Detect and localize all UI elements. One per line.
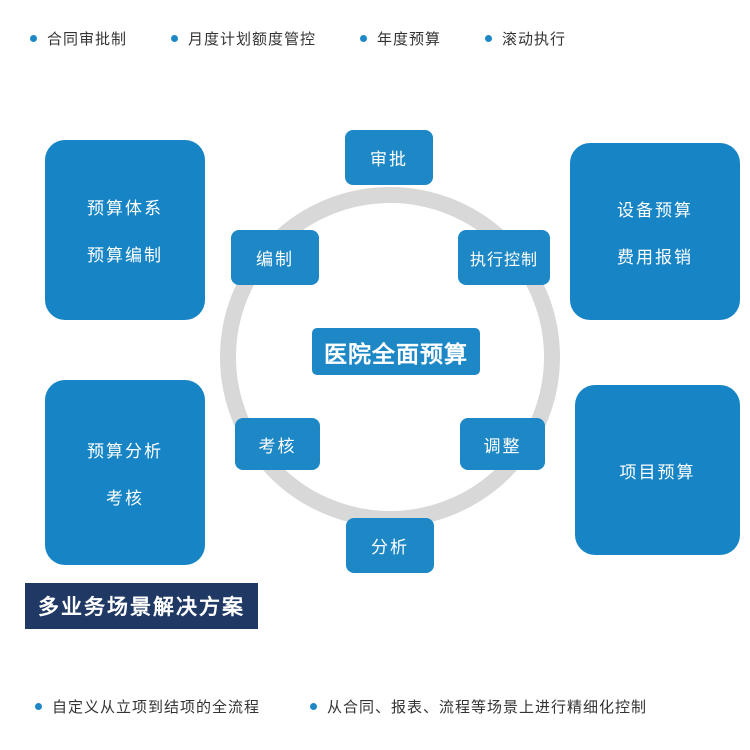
corner-box-line: 预算体系 [87, 199, 163, 219]
cycle-node-compile: 编制 [231, 230, 319, 285]
corner-box-line: 考核 [106, 488, 144, 509]
bullet-item: 自定义从立项到结项的全流程 [35, 696, 260, 717]
bullet-item: 从合同、报表、流程等场景上进行精细化控制 [310, 696, 647, 717]
bullet-dot-icon [171, 35, 179, 42]
cycle-node-approval: 审批 [345, 130, 433, 185]
bullet-label: 合同审批制 [47, 30, 128, 48]
bullet-item: 合同审批制 [30, 28, 127, 49]
cycle-node-assessment: 考核 [235, 418, 320, 470]
corner-box-line: 设备预算 [617, 200, 693, 221]
diagram-center-label: 医院全面预算 [312, 328, 480, 375]
corner-box-line: 预算分析 [87, 441, 163, 462]
bullet-dot-icon [310, 703, 318, 710]
corner-box-equipment-budget: 设备预算 费用报销 [570, 143, 740, 320]
corner-box-budget-analysis: 预算分析 考核 [45, 380, 205, 565]
bullet-dot-icon [360, 35, 368, 42]
cycle-node-analysis: 分析 [346, 518, 434, 573]
cycle-node-adjustment: 调整 [460, 418, 545, 470]
bottom-bullet-list: 自定义从立项到结项的全流程 从合同、报表、流程等场景上进行精细化控制 [35, 696, 647, 717]
bullet-dot-icon [35, 703, 42, 710]
bullet-item: 年度预算 [360, 28, 441, 49]
bullet-label: 滚动执行 [502, 30, 567, 48]
cycle-node-execution-control: 执行控制 [458, 230, 550, 285]
bullet-item: 滚动执行 [485, 28, 566, 49]
bullet-dot-icon [485, 35, 493, 42]
bullet-label: 年度预算 [377, 30, 442, 48]
bullet-label: 从合同、报表、流程等场景上进行精细化控制 [327, 698, 648, 716]
bullet-label: 自定义从立项到结项的全流程 [52, 698, 261, 716]
top-bullet-list: 合同审批制 月度计划额度管控 年度预算 滚动执行 [30, 28, 566, 49]
bullet-dot-icon [30, 35, 37, 42]
corner-box-project-budget: 项目预算 [575, 385, 740, 555]
corner-box-line: 项目预算 [619, 462, 696, 483]
section-title: 多业务场景解决方案 [25, 583, 258, 629]
bullet-label: 月度计划额度管控 [188, 30, 317, 48]
corner-box-budget-system: 预算体系 预算编制 [45, 140, 205, 320]
bullet-item: 月度计划额度管控 [171, 28, 316, 49]
corner-box-line: 费用报销 [617, 247, 693, 268]
corner-box-line: 预算编制 [87, 246, 163, 266]
